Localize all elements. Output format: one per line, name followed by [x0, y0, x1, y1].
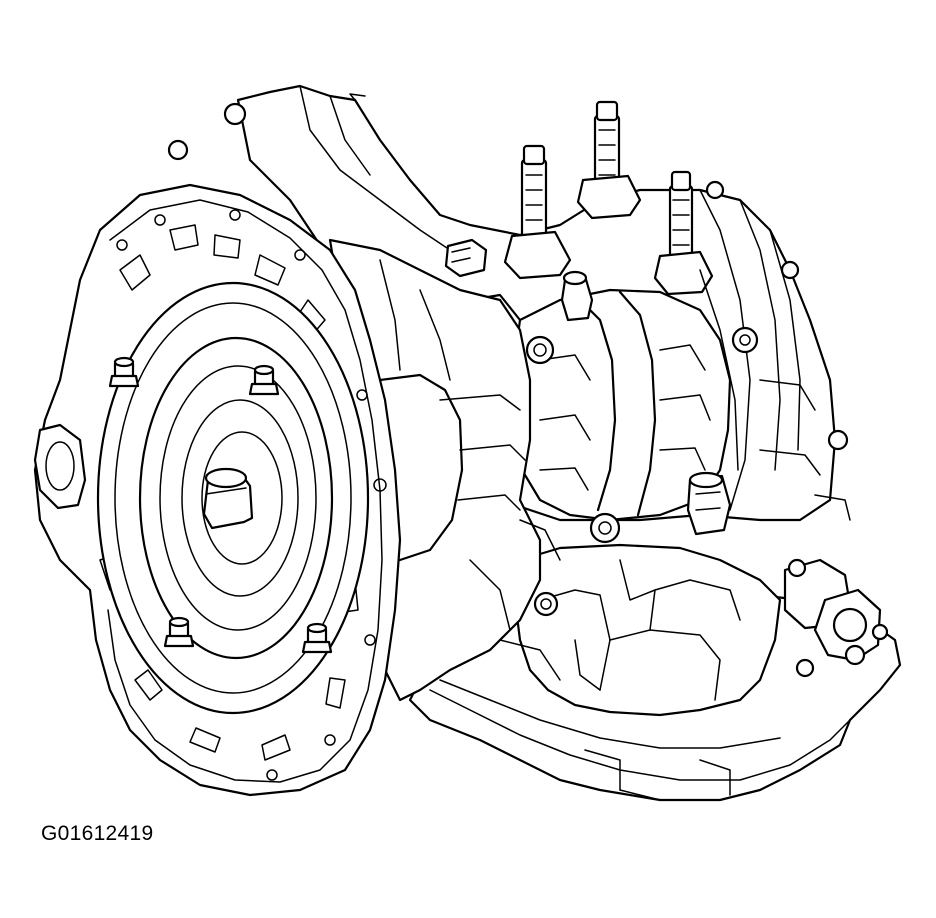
valve-body-cover: [515, 545, 780, 715]
speed-sensor: [688, 473, 730, 534]
range-switch: [785, 560, 887, 676]
mounting-stud-center: [578, 102, 640, 218]
torque-converter: [98, 283, 368, 713]
figure-code-label: G01612419: [41, 822, 154, 845]
wire-connector-top: [446, 240, 486, 276]
mounting-stud-right: [655, 172, 712, 294]
case-bolts: [169, 104, 847, 615]
vent-fitting: [562, 272, 592, 320]
case-detail-lines: [500, 270, 850, 680]
converter-studs: [110, 358, 331, 652]
mounting-stud-left: [505, 146, 570, 278]
